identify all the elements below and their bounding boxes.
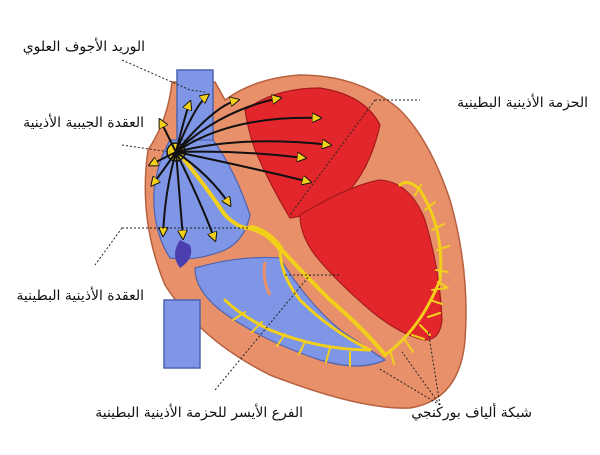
inferior-vena-cava (163, 299, 201, 369)
label-sa-node: العقدة الجيبية الأذينية (23, 115, 144, 131)
label-left-bundle-branch: الفرع الأيسر للحزمة الأذينية البطينية (95, 405, 303, 421)
label-bundle-of-his: الحزمة الأذينية البطينية (457, 95, 588, 111)
label-av-node: العقدة الأذينية البطينية (16, 288, 144, 304)
conduction-system (176, 150, 443, 357)
label-purkinje-fibers: شبكة ألياف بوركنجي (411, 405, 532, 421)
label-superior-vena-cava: الوريد الأجوف العلوي (22, 39, 145, 55)
chordae (262, 261, 272, 296)
tricuspid-valve (175, 240, 192, 268)
purkinje-branches (232, 184, 450, 367)
impulse-arrows (150, 95, 330, 240)
left-ventricle (299, 179, 443, 341)
leader-lines (94, 59, 441, 406)
